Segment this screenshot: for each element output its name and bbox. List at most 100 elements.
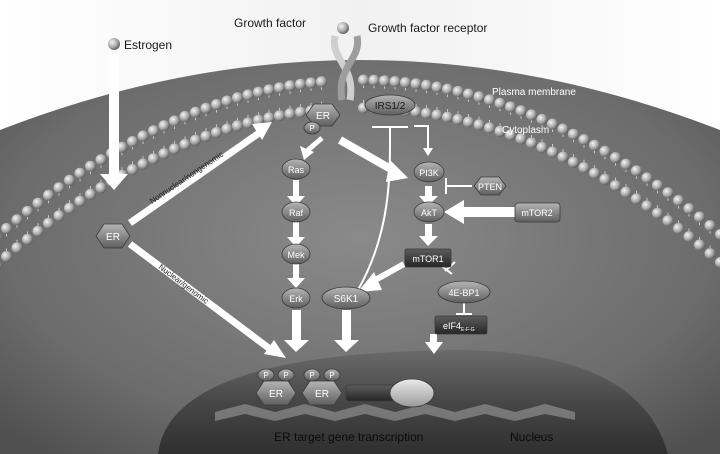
membrane-bead: [263, 84, 275, 96]
phospho-2-label: P: [283, 371, 288, 380]
membrane-bead: [431, 81, 443, 93]
membrane-bead: [599, 173, 611, 185]
membrane-bead: [536, 113, 548, 125]
membrane-bead: [473, 91, 485, 103]
phospho-1-label: P: [263, 371, 268, 380]
er-membrane-p-label: P: [309, 124, 314, 133]
irs-node: [364, 94, 416, 116]
membrane-bead: [704, 220, 716, 232]
s6k1-node: [321, 286, 371, 310]
membrane-bead: [442, 83, 453, 95]
membrane-bead: [421, 79, 432, 91]
membrane-bead: [64, 202, 75, 214]
membrane-bead: [442, 111, 453, 123]
s6k1-label: S6K1: [334, 294, 359, 305]
membrane-bead: [85, 188, 96, 200]
plasma-membrane-bilayer: [0, 74, 720, 270]
membrane-bead: [484, 122, 495, 134]
membrane-bead: [95, 154, 107, 166]
membrane-bead: [662, 215, 674, 227]
membrane-bead: [22, 233, 33, 245]
membrane-bead: [715, 256, 720, 268]
raf-node: [281, 201, 311, 223]
phospho-4-label: P: [329, 371, 334, 380]
membrane-bead: [505, 129, 516, 141]
eif4-subscript: E-F-G: [461, 327, 475, 333]
mtor1-label: mTOR1: [412, 254, 443, 264]
membrane-bead: [0, 233, 2, 242]
membrane-bead: [578, 162, 590, 174]
membrane-bead: [715, 228, 720, 240]
membrane-bead: [568, 156, 579, 168]
membrane-bead: [43, 189, 54, 201]
membrane-bead: [221, 123, 233, 135]
membrane-bead: [295, 106, 306, 118]
membrane-bead: [368, 74, 380, 86]
membrane-bead: [74, 195, 86, 207]
arrow-heads: [252, 122, 433, 358]
membrane-bead: [505, 101, 516, 113]
membrane-bead: [148, 153, 159, 165]
membrane-bead: [22, 205, 33, 217]
dna-strand: [215, 404, 575, 421]
membrane-bead: [620, 158, 632, 170]
ras-label: Ras: [288, 165, 305, 175]
membrane-bead: [190, 106, 201, 118]
membrane-bead: [662, 187, 674, 199]
membrane-bead: [64, 174, 75, 186]
membrane-bead: [599, 145, 611, 157]
membrane-bead: [473, 119, 485, 131]
membrane-bead: [211, 99, 222, 110]
eif4-label: eIF4E-F-G: [443, 321, 475, 333]
membrane-bead: [137, 130, 149, 142]
membrane-bead: [536, 141, 548, 153]
membrane-bead: [610, 180, 621, 192]
membrane-bead: [683, 231, 695, 243]
pten-node: [473, 176, 507, 196]
membrane-bead: [232, 120, 243, 132]
akt-label: AkT: [421, 208, 438, 218]
membrane-bead: [232, 92, 243, 104]
mek-label: Mek: [287, 250, 305, 260]
nucleus-label: Nucleus: [510, 430, 553, 444]
phospho-4: [323, 368, 341, 382]
membrane-bead: [410, 78, 422, 90]
membrane-bead: [263, 112, 275, 124]
er-cytoplasm-label: ER: [106, 232, 120, 243]
membrane-bead: [379, 75, 390, 87]
mtor2-label: mTOR2: [521, 208, 552, 218]
membrane-bead: [274, 110, 285, 122]
phospho-2: [277, 368, 295, 382]
membrane-bead: [463, 88, 474, 100]
mtor1-node: [404, 248, 452, 268]
membrane-bead: [547, 118, 558, 130]
membrane-bead: [484, 94, 495, 106]
membrane-bead: [200, 130, 212, 142]
coactivator-block: [345, 384, 395, 402]
membrane-bead: [452, 113, 464, 125]
membrane-bead: [0, 261, 2, 270]
membrane-bead: [253, 86, 264, 98]
membrane-bead: [694, 211, 705, 223]
membrane-bead: [652, 179, 663, 191]
membrane-bead: [169, 115, 180, 127]
membrane-bead: [358, 74, 369, 86]
growth-factor-receptor: [330, 35, 362, 101]
membrane-bead: [179, 110, 191, 122]
membrane-bead: [610, 152, 621, 164]
membrane-bead: [589, 167, 600, 179]
membrane-bead: [43, 217, 54, 229]
membrane-bead: [137, 158, 149, 170]
eif4-node: [434, 315, 488, 335]
membrane-bead: [652, 207, 663, 219]
pten-label: PTEN: [478, 182, 502, 192]
cytoplasm-label: Cytoplasm: [502, 125, 549, 136]
membrane-bead: [431, 109, 443, 121]
membrane-bead: [494, 125, 506, 137]
er-cytoplasm-node: [95, 223, 131, 249]
membrane-bead: [211, 127, 222, 138]
ebp1-node: [437, 280, 491, 304]
membrane-bead: [85, 160, 96, 172]
membrane-bead: [526, 137, 537, 149]
membrane-bead: [673, 223, 684, 234]
